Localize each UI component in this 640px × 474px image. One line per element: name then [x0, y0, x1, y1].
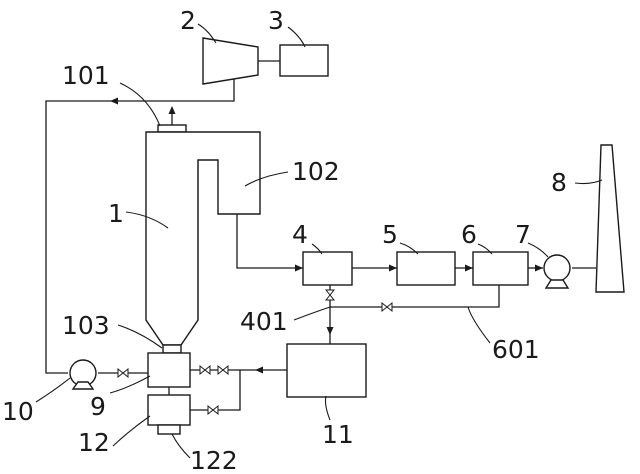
label-unit4: 4	[292, 220, 308, 249]
leader-1	[125, 211, 169, 229]
label-lower-unit: 12	[78, 428, 110, 457]
label-feeder: 9	[90, 392, 106, 421]
leader-103	[117, 324, 163, 349]
pipe-expander-out	[45, 76, 235, 374]
leader-4	[311, 243, 323, 255]
label-outlet122: 122	[190, 446, 238, 474]
pipe-102-to-4	[236, 214, 303, 269]
feeder	[147, 352, 191, 388]
label-cyclone: 102	[292, 157, 340, 186]
flow-arrows	[110, 97, 543, 374]
top-outlet-nozzle	[157, 124, 187, 133]
pipe-601	[330, 285, 500, 308]
leader-9	[109, 375, 151, 394]
label-generator: 3	[268, 6, 284, 35]
valve-10-9	[117, 367, 129, 379]
leader-5	[399, 242, 419, 255]
arrow-401-down	[326, 327, 334, 335]
valve-branch-12	[207, 404, 219, 416]
arrow-header-left	[110, 97, 118, 105]
leader-lines	[35, 23, 603, 459]
stack	[595, 144, 625, 293]
leader-3	[287, 26, 306, 48]
unit-5	[396, 251, 456, 286]
expander	[202, 37, 259, 85]
valves	[117, 289, 393, 416]
label-expander: 2	[180, 6, 196, 35]
arrow-to-6	[465, 264, 473, 272]
leader-10	[35, 377, 71, 403]
label-stack: 8	[551, 168, 567, 197]
bottom-port	[162, 344, 182, 354]
arrow-101-up	[168, 106, 176, 114]
label-top-outlet: 101	[62, 61, 110, 90]
leader-12	[112, 415, 151, 447]
leader-11	[324, 395, 331, 421]
valve-401	[324, 289, 336, 301]
leader-6	[477, 243, 493, 255]
lower-unit	[147, 394, 191, 426]
arrow-to-9	[255, 366, 263, 374]
label-bottom-port: 103	[62, 311, 110, 340]
valve-601	[381, 301, 393, 313]
unit-6	[472, 251, 529, 286]
label-unit11: 11	[322, 420, 354, 449]
valve-11-9a	[199, 364, 211, 376]
label-reactor: 1	[108, 199, 124, 228]
leader-8	[574, 179, 603, 185]
leader-2	[197, 23, 217, 44]
label-pump: 10	[2, 397, 34, 426]
leader-601	[467, 306, 491, 344]
label-unit6: 6	[461, 220, 477, 249]
arrow-to-4	[295, 264, 303, 272]
unit-4	[302, 251, 353, 286]
arrow-to-7	[535, 264, 543, 272]
leader-102	[244, 171, 289, 187]
leader-7	[527, 242, 549, 258]
outlet-122-nozzle	[157, 424, 181, 435]
arrow-to-5	[389, 264, 397, 272]
pipe-branch-12	[190, 370, 241, 411]
leader-122	[171, 433, 191, 459]
valve-11-9b	[217, 364, 229, 376]
pump	[69, 359, 97, 390]
unit-11	[286, 343, 367, 398]
label-line401: 401	[240, 307, 288, 336]
fan	[543, 254, 571, 289]
leader-101	[119, 82, 161, 127]
number-labels: 1 2 3 4 5 6 7 8 9 10 11 12 101 102 103 4…	[2, 6, 567, 474]
leader-401	[293, 306, 331, 321]
generator	[279, 44, 329, 77]
label-unit5: 5	[382, 220, 398, 249]
label-fan: 7	[515, 220, 531, 249]
label-line601: 601	[492, 335, 540, 364]
